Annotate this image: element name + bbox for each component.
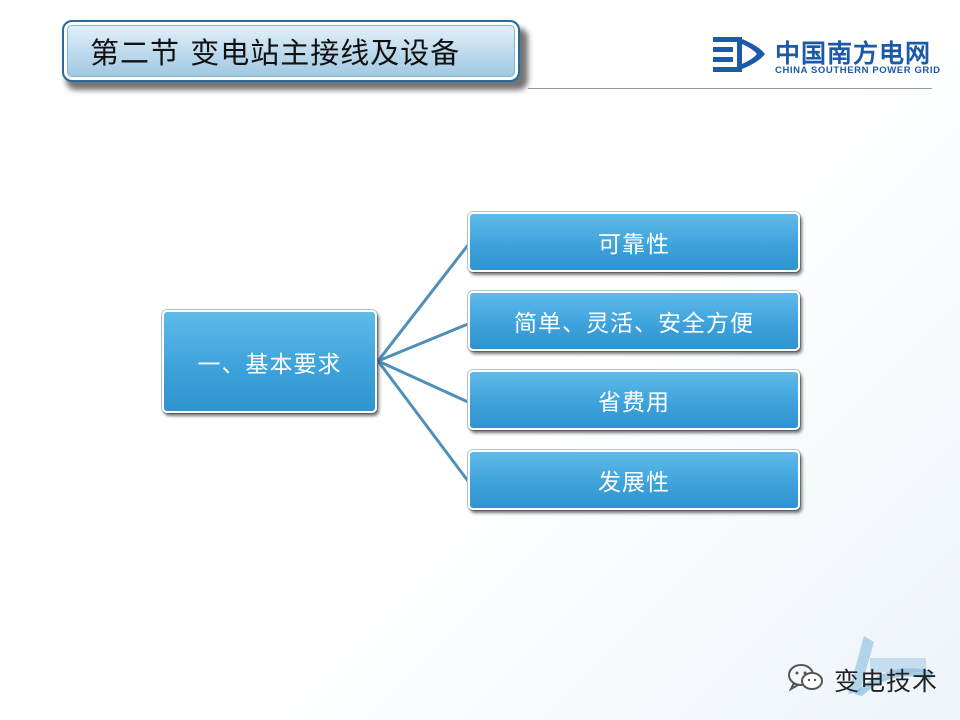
child-node-label: 发展性 <box>598 470 670 496</box>
mindmap-child-node: 发展性 <box>468 450 800 510</box>
mindmap-child-node: 省费用 <box>468 370 800 430</box>
company-logo: 中国南方电网 CHINA SOUTHERN POWER GRID <box>713 32 945 80</box>
wechat-icon <box>788 664 823 692</box>
mindmap-child-node: 简单、灵活、安全方便 <box>468 291 800 351</box>
title-banner: 第二节 变电站主接线及设备 <box>62 20 520 82</box>
slide-title: 第二节 变电站主接线及设备 <box>90 36 461 70</box>
connector-1 <box>376 243 470 363</box>
mindmap-root-node: 一、基本要求 <box>162 310 377 413</box>
child-node-label: 可靠性 <box>598 232 670 258</box>
logo-name-chinese: 中国南方电网 <box>775 39 932 68</box>
connector-4 <box>376 359 470 483</box>
power-grid-logo-icon <box>713 37 765 72</box>
mindmap-child-node: 可靠性 <box>468 212 800 272</box>
connector-3 <box>376 359 470 404</box>
watermark-text: 变电技术 <box>834 667 939 696</box>
header-divider <box>528 88 932 89</box>
root-node-label: 一、基本要求 <box>197 351 342 378</box>
connector-lines <box>376 243 470 483</box>
child-node-label: 简单、灵活、安全方便 <box>514 311 754 337</box>
child-node-label: 省费用 <box>598 390 670 416</box>
logo-name-english: CHINA SOUTHERN POWER GRID <box>775 65 941 76</box>
watermark-graphic <box>848 636 934 696</box>
connector-2 <box>376 322 470 363</box>
